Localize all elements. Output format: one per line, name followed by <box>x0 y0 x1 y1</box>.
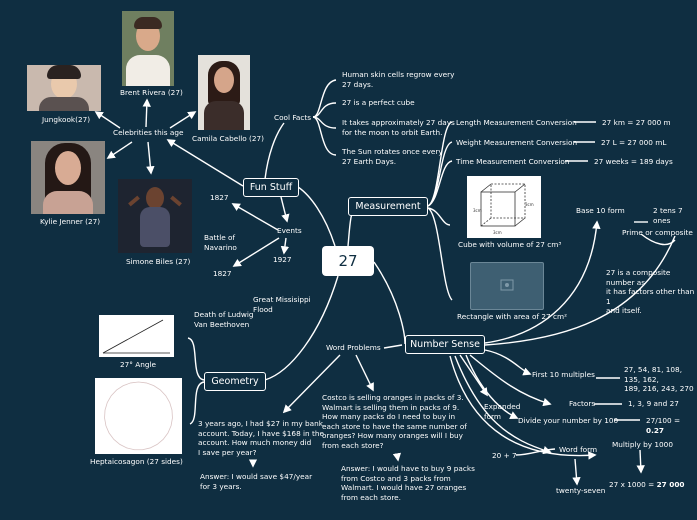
celebrity-name-kylie-jenner: Kylie Jenner (27) <box>40 217 101 226</box>
event-death-of-beethoven: Death of Ludwig Van Beethoven <box>194 310 254 329</box>
expanded-form-label: Expanded form <box>484 402 521 421</box>
heptaicosagon-caption: Heptaicosagon (27 sides) <box>90 457 183 466</box>
length-conversion-value: 27 km = 27 000 m <box>602 118 671 127</box>
angle-diagram <box>99 315 174 357</box>
kylie-jenner-photo <box>31 141 105 214</box>
multiply-label: Multiply by 1000 <box>612 440 673 449</box>
time-conversion-value: 27 weeks = 189 days <box>594 157 673 166</box>
multiples-label: First 10 multiples <box>532 370 595 379</box>
event-battle-of-navarino: Battle of Navarino <box>204 233 237 252</box>
cube-dim-depth: 3cm <box>525 202 534 207</box>
branch-number-sense[interactable]: Number Sense <box>405 335 485 354</box>
expanded-form-value: 20 + 7 <box>492 451 517 460</box>
cube-dim-width: 3cm <box>493 230 502 235</box>
brent-rivera-photo <box>122 11 174 86</box>
central-topic[interactable]: 27 <box>322 246 374 276</box>
factors-label: Factors <box>569 399 596 408</box>
divide-value: 27/100 = 0.27 <box>646 416 681 435</box>
jungkook-photo <box>27 65 101 111</box>
cool-fact-1: Human skin cells regrow every 27 days. <box>342 70 455 89</box>
multiply-value: 27 x 1000 = 27 000 <box>609 480 685 489</box>
event-great-mississippi-flood: Great Missisippi Flood <box>253 295 311 314</box>
cube-caption: Cube with volume of 27 cm³ <box>458 240 562 249</box>
multiples-value: 27, 54, 81, 108, 135, 162, 189, 216, 243… <box>624 365 694 393</box>
celebrity-name-brent-rivera: Brent Rivera (27) <box>120 88 183 97</box>
branch-measurement[interactable]: Measurement <box>348 197 428 216</box>
word-problem-1: 3 years ago, I had $27 in my bank accoun… <box>198 419 324 457</box>
cube-dim-height: 3cm <box>473 208 482 213</box>
branch-fun-stuff[interactable]: Fun Stuff <box>243 178 299 197</box>
heptaicosagon-diagram <box>95 378 182 454</box>
word-problem-2-answer: Answer: I would have to buy 9 packs from… <box>341 464 475 502</box>
celebrity-name-camila-cabello: Camila Cabello (27) <box>192 134 265 143</box>
event-year-3: 1927 <box>273 255 292 264</box>
event-year-1: 1827 <box>210 193 229 202</box>
word-problem-1-answer: Answer: I would save $47/year for 3 year… <box>200 472 313 491</box>
word-form-label: Word form <box>559 445 598 454</box>
event-year-2: 1827 <box>213 269 232 278</box>
word-problems-label: Word Problems <box>326 343 381 352</box>
rectangle-image <box>470 262 544 310</box>
prime-composite-label: Prime or composite <box>622 228 693 237</box>
base10-label: Base 10 form <box>576 206 625 215</box>
time-conversion-label: Time Measurement Conversion <box>456 157 570 166</box>
simone-biles-photo <box>118 179 192 253</box>
weight-conversion-value: 27 L = 27 000 mL <box>601 138 667 147</box>
cool-fact-2: 27 is a perfect cube <box>342 98 415 107</box>
length-conversion-label: Length Measurement Conversion <box>456 118 577 127</box>
celebrities-label: Celebrities this age <box>113 128 184 137</box>
branch-geometry[interactable]: Geometry <box>204 372 266 391</box>
angle-caption: 27° Angle <box>120 360 157 369</box>
cool-fact-4: The Sun rotates once every 27 Earth Days… <box>342 147 443 166</box>
cool-facts-label: Cool Facts <box>274 113 312 122</box>
celebrity-name-jungkook: Jungkook(27) <box>42 115 91 124</box>
rectangle-caption: Rectangle with area of 27 cm² <box>457 312 568 321</box>
prime-composite-value: 27 is a composite number as it has facto… <box>606 268 695 315</box>
cube-diagram: 3cm 3cm 3cm <box>467 176 541 238</box>
weight-conversion-label: Weight Measurement Conversion <box>456 138 578 147</box>
camila-cabello-photo <box>198 55 250 130</box>
cool-fact-3: It takes approximately 27 days for the m… <box>342 118 455 137</box>
divide-label: Divide your number by 100 <box>518 416 619 425</box>
events-label: Events <box>277 226 302 235</box>
celebrity-name-simone-biles: Simone Biles (27) <box>126 257 191 266</box>
word-form-value: twenty-seven <box>556 486 606 495</box>
base10-value: 2 tens 7 ones <box>653 206 683 225</box>
word-problem-2: Costco is selling oranges in packs of 3.… <box>322 393 467 450</box>
factors-value: 1, 3, 9 and 27 <box>628 399 679 408</box>
